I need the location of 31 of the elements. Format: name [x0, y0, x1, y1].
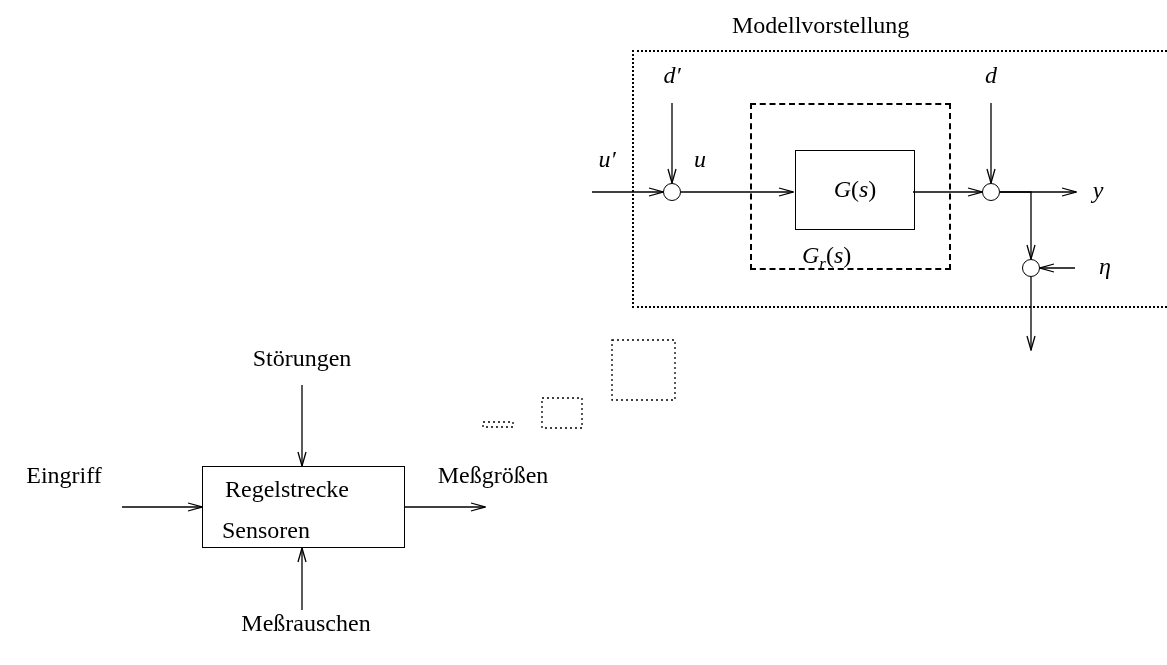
arrow: [912, 187, 983, 197]
dashed-block-box: [750, 103, 951, 270]
arrow: [297, 384, 307, 467]
arrow: [1026, 276, 1036, 351]
signal-name: Meßgrößen: [418, 462, 568, 507]
signal-label: d′: [650, 62, 694, 103]
arrow: [986, 102, 996, 184]
block-label: Sensoren: [222, 517, 310, 544]
block-box: [202, 466, 405, 548]
arrow: [121, 502, 203, 512]
signal-name: Eingriff: [6, 462, 122, 507]
arrow: [297, 547, 307, 611]
block-label: G(s): [832, 176, 878, 203]
signal-label: d: [969, 62, 1013, 103]
block-box: [795, 150, 915, 230]
signal-name: Meßrauschen: [236, 610, 376, 648]
signal-label: y: [1076, 177, 1120, 209]
arrow: [591, 187, 664, 197]
frame-title: Modellvorstellung: [732, 12, 910, 39]
arrow: [404, 502, 486, 512]
signal-name: Störungen: [237, 345, 367, 385]
arrow: [667, 102, 677, 184]
block-label: Regelstrecke: [225, 476, 349, 503]
summing-junction: [663, 183, 681, 201]
arrow: [680, 187, 794, 197]
arrow: [999, 191, 1036, 260]
signal-label: u′: [590, 146, 624, 192]
arrow: [1039, 263, 1076, 273]
summing-junction: [1022, 259, 1040, 277]
signal-label: η: [1075, 253, 1135, 285]
summing-junction: [982, 183, 1000, 201]
